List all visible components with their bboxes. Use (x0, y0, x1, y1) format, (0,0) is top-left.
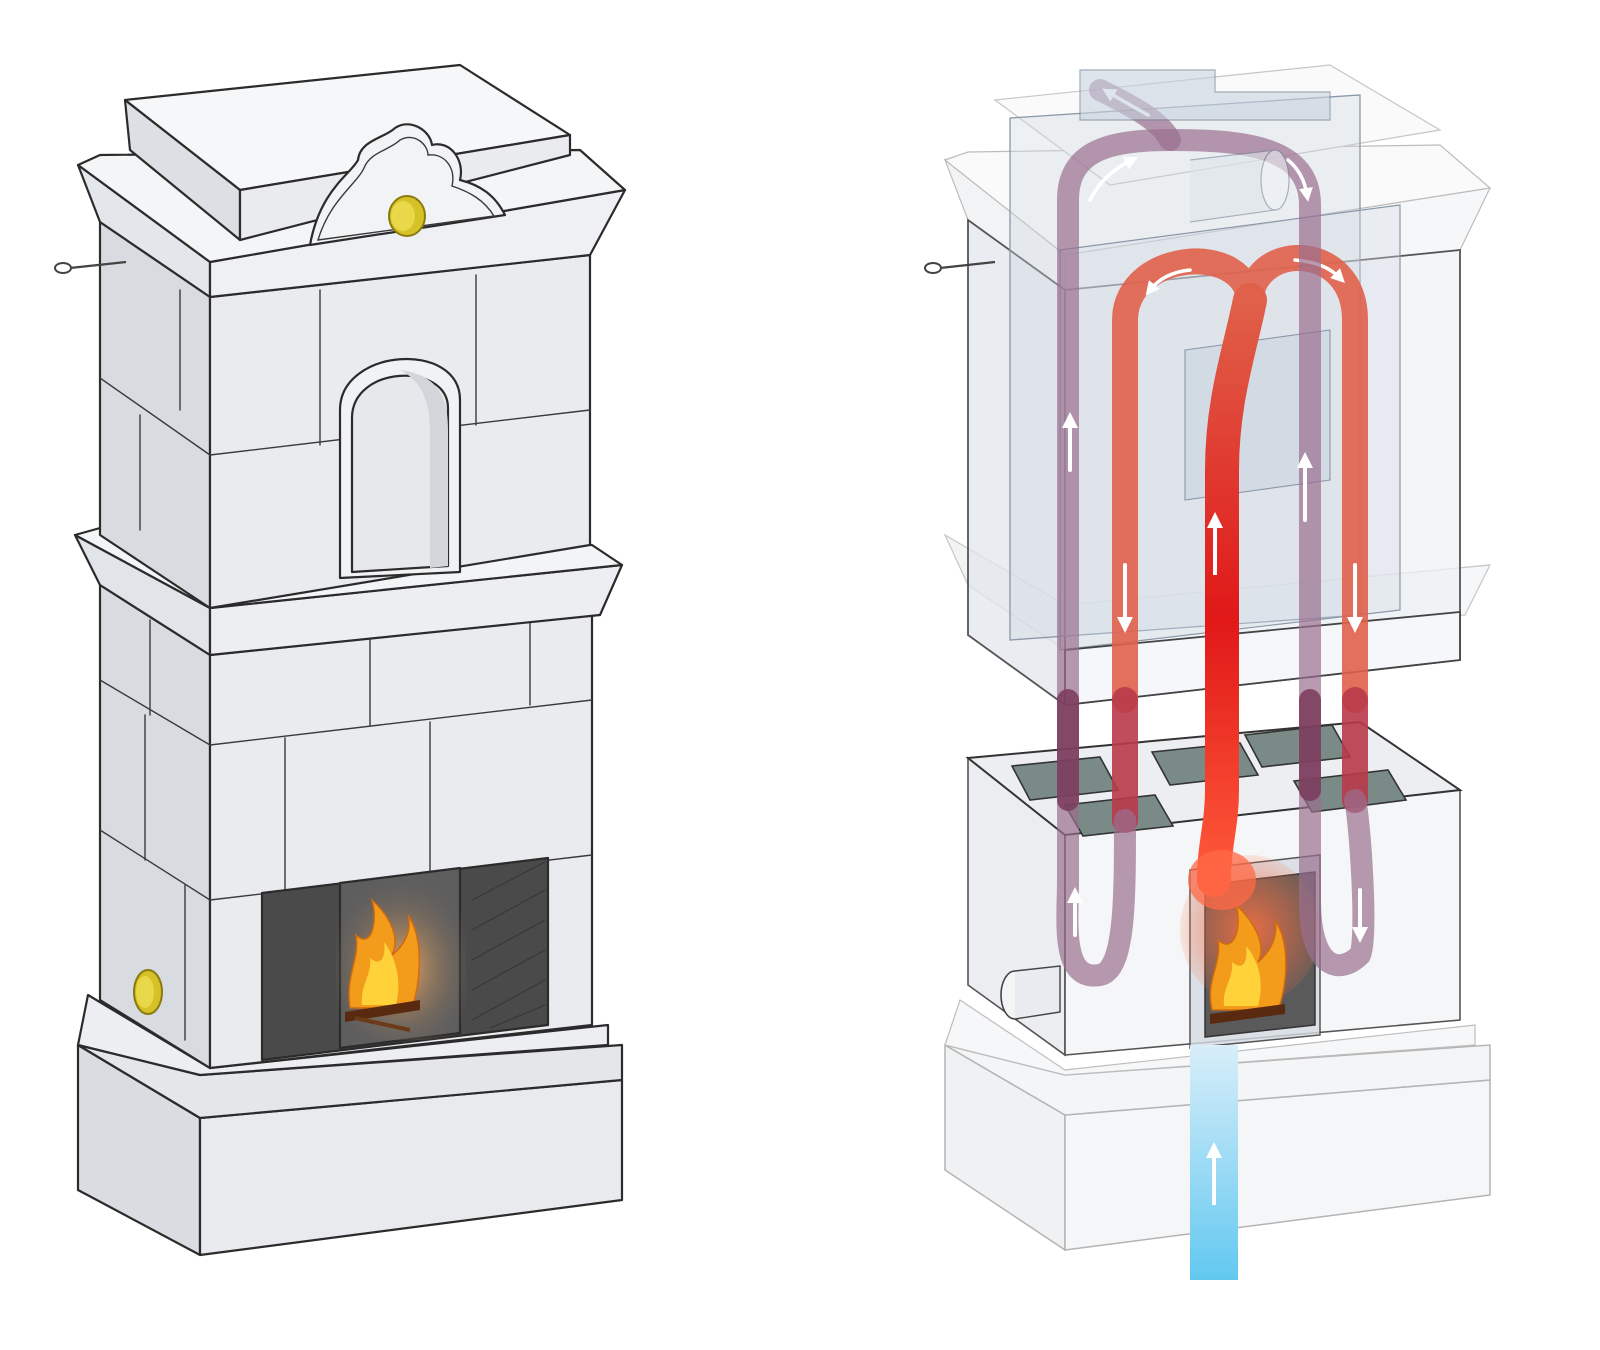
brass-knob-icon (133, 969, 163, 1015)
stove-base (76, 993, 624, 1257)
brass-knob-icon (388, 195, 426, 237)
stove-crown (76, 63, 627, 299)
door-hook-icon (54, 260, 127, 274)
stove-exterior (54, 63, 627, 1257)
chimney-outlet (1079, 69, 1331, 223)
stove-niche (338, 358, 462, 580)
stove-upper-body (98, 220, 592, 610)
door-hook-icon (924, 260, 996, 274)
stove-lower-body (98, 583, 594, 1070)
fire-icon (345, 897, 421, 1032)
fresh-air-inlet (1190, 1045, 1238, 1280)
stove-cutaway (924, 64, 1492, 1280)
fire-icon (1209, 902, 1287, 1024)
hot-flue-core (1188, 283, 1267, 910)
hot-flue-loop (1112, 245, 1368, 833)
